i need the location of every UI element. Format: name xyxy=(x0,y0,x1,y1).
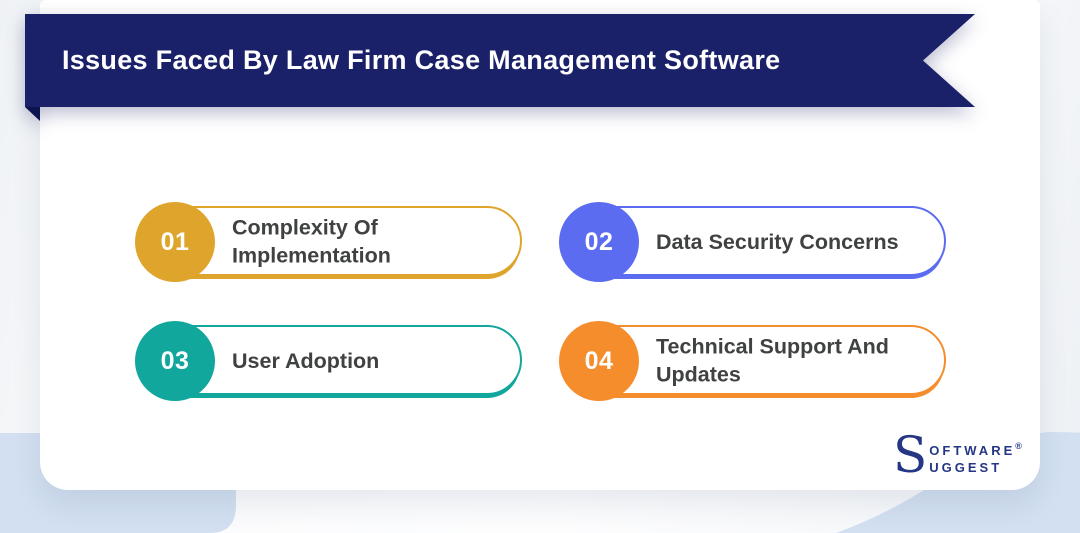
issue-item-4: 04 Technical Support And Updates xyxy=(559,321,948,401)
issue-label: Complexity Of Implementation xyxy=(232,215,391,268)
issue-number-badge: 02 xyxy=(559,202,639,282)
logo-word-top: OFTWARE xyxy=(929,443,1016,458)
issue-number-badge: 03 xyxy=(135,321,215,401)
registered-mark-icon: ® xyxy=(1015,441,1022,451)
issue-item-3: 03 User Adoption xyxy=(135,321,524,401)
logo-wordmark: OFTWARE® UGGEST xyxy=(929,434,1022,476)
softwaresuggest-logo: S OFTWARE® UGGEST xyxy=(893,426,1022,484)
issue-number-badge: 04 xyxy=(559,321,639,401)
page-title: Issues Faced By Law Firm Case Management… xyxy=(62,45,781,75)
issue-item-2: 02 Data Security Concerns xyxy=(559,202,948,282)
issue-item-1: 01 Complexity Of Implementation xyxy=(135,202,524,282)
issue-label: User Adoption xyxy=(232,348,380,373)
logo-initial-s: S xyxy=(893,426,928,484)
issue-label: Technical Support And Updates xyxy=(656,334,889,387)
logo-word-bottom: UGGEST xyxy=(929,460,1003,475)
issue-label: Data Security Concerns xyxy=(656,229,899,254)
ribbon-band: Issues Faced By Law Firm Case Management… xyxy=(25,14,975,107)
title-banner: Issues Faced By Law Firm Case Management… xyxy=(25,14,975,121)
issue-number-badge: 01 xyxy=(135,202,215,282)
